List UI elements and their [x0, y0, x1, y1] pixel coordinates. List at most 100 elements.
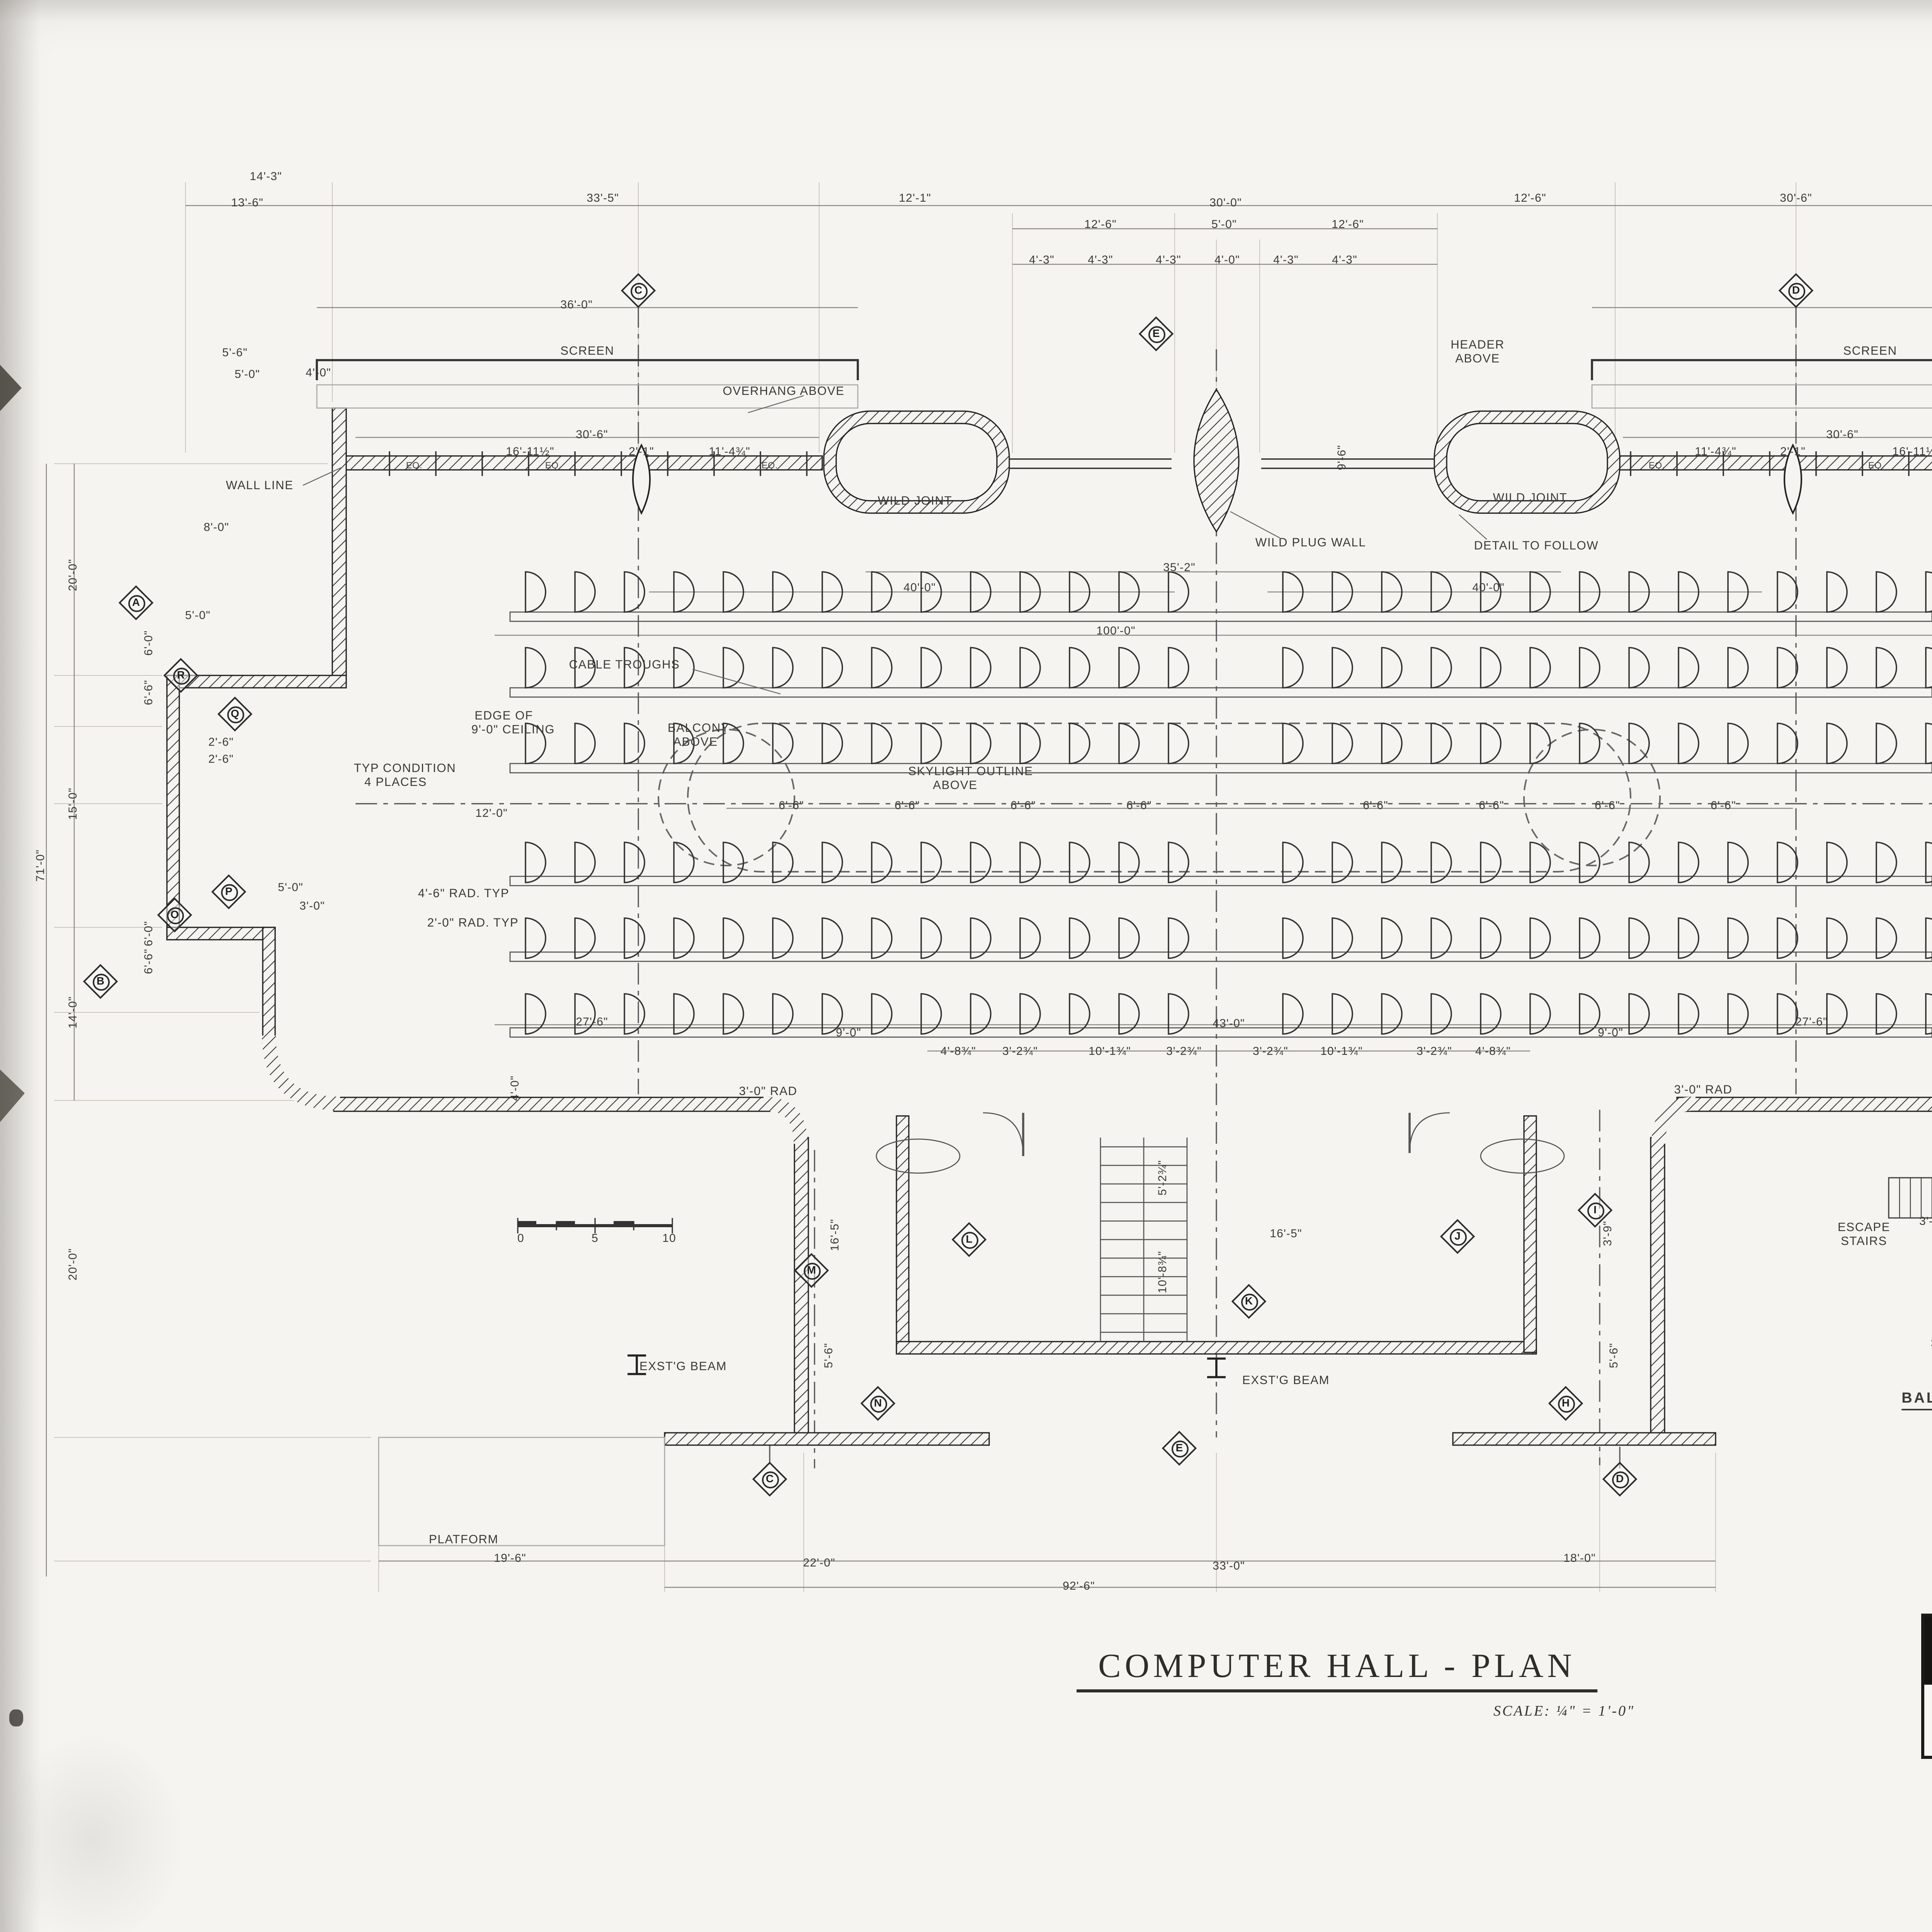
title-block-body: SET: GATTICA - COMPUTER HALL DRAWING: ¼"… — [1924, 1685, 1932, 1756]
plan-annotation: 3'-0" RAD — [739, 1084, 798, 1098]
desk — [1118, 647, 1140, 689]
desk — [772, 647, 794, 689]
header-lines — [1009, 458, 1434, 469]
marker-letter: N — [874, 1398, 882, 1409]
marker-circle — [1171, 1440, 1188, 1457]
marker-letter: C — [765, 1474, 774, 1485]
plan-annotation: 6'-6" — [141, 949, 155, 974]
desk — [1826, 842, 1848, 883]
desk — [1628, 647, 1650, 689]
desk — [1727, 993, 1749, 1035]
desk — [1168, 993, 1189, 1035]
desk — [1480, 917, 1502, 959]
desk — [920, 723, 942, 764]
scale-bar — [517, 1218, 673, 1233]
desk — [1168, 571, 1189, 613]
desk — [1678, 842, 1699, 883]
desk — [1628, 842, 1650, 883]
desk — [1727, 842, 1749, 883]
desk — [1069, 723, 1090, 764]
desk — [920, 842, 942, 883]
marker-letter: A — [132, 597, 140, 608]
plan-annotation: BALCONY — [1901, 1390, 1932, 1410]
plan-annotation: 3'-5" — [1919, 1214, 1932, 1228]
desk — [624, 647, 645, 689]
marker-letter: D — [1616, 1474, 1624, 1485]
desk — [1727, 571, 1749, 613]
plan-annotation: 2'-1" — [1780, 444, 1806, 458]
plan-annotation: 20'-0" — [66, 1248, 80, 1281]
desk — [920, 647, 942, 689]
plan-annotation: EXST'G BEAM — [1242, 1373, 1330, 1387]
marker-letter: K — [1245, 1296, 1253, 1307]
desk — [1678, 571, 1699, 613]
desk — [1777, 571, 1798, 613]
desk — [1069, 571, 1090, 613]
grid-marker-r: R — [163, 658, 199, 693]
desk — [1019, 842, 1041, 883]
plan-annotation: OVERHANG ABOVE — [723, 384, 845, 398]
grid-marker-o: O — [157, 897, 192, 933]
desk — [1678, 917, 1699, 959]
grid-marker-c: C — [752, 1461, 787, 1497]
plan-annotation: CABLE TROUGHS — [569, 658, 680, 672]
desk — [723, 993, 744, 1035]
desk — [1430, 647, 1452, 689]
desk — [920, 993, 942, 1035]
grid-marker-e: E — [1162, 1430, 1197, 1466]
plan-annotation: 4'-0" — [306, 366, 331, 379]
desk — [821, 723, 843, 764]
plan-annotation: 10'-8¾" — [1155, 1251, 1169, 1293]
desk — [624, 993, 645, 1035]
desk — [1069, 647, 1090, 689]
plan-annotation: WALL LINE — [226, 478, 294, 492]
marker-circle — [1787, 282, 1804, 299]
plan-annotation: 11'-4¾" — [709, 444, 750, 458]
plan-annotation: 15'-0" — [66, 787, 80, 820]
desk — [673, 571, 695, 613]
desk — [1430, 723, 1452, 764]
desk — [1529, 993, 1551, 1035]
marker-letter: H — [1561, 1398, 1570, 1409]
plan-annotation: 5'-0" — [278, 880, 303, 894]
desk — [1069, 917, 1090, 959]
marker-circle — [961, 1231, 978, 1248]
desk — [1579, 993, 1600, 1035]
desk — [1480, 647, 1502, 689]
desk — [1019, 993, 1041, 1035]
grid-marker-n: N — [860, 1386, 896, 1421]
plan-annotation: 11'-4¾" — [1695, 444, 1736, 458]
plan-annotation: 16'-11½" — [506, 444, 554, 458]
marker-letter: Q — [231, 709, 239, 719]
grid-marker-a: A — [118, 585, 154, 621]
desk — [871, 842, 893, 883]
plan-annotation: 20'-0" — [66, 559, 80, 591]
desk — [1168, 917, 1189, 959]
plan-annotation: HEADER — [1451, 338, 1505, 352]
plan-annotation: 5'-6" — [821, 1343, 835, 1368]
desk — [574, 842, 596, 883]
desk — [1925, 647, 1932, 689]
plan-annotation: 3'-2¾" — [1417, 1044, 1452, 1058]
desk — [525, 647, 546, 689]
desk — [1332, 723, 1353, 764]
desk — [1826, 571, 1848, 613]
desk — [1579, 571, 1600, 613]
desk — [821, 647, 843, 689]
desk — [970, 993, 992, 1035]
scan-speck — [9, 1709, 23, 1726]
desk — [1381, 723, 1403, 764]
desk — [723, 647, 744, 689]
plan-annotation: 5'-0" — [185, 608, 211, 622]
plan-annotation: 35'-2" — [1163, 560, 1196, 574]
plan-annotation: 12'-1" — [899, 191, 931, 205]
skylight-outline — [658, 723, 1661, 872]
plan-annotation: 6'-6" — [1479, 798, 1504, 812]
desk — [1118, 917, 1140, 959]
desk — [772, 842, 794, 883]
desk — [723, 917, 744, 959]
desk — [723, 842, 744, 883]
plan-annotation: EDGE OF — [474, 709, 533, 723]
marker-circle — [630, 282, 647, 299]
plan-annotation: 33'-0" — [1213, 1559, 1245, 1573]
